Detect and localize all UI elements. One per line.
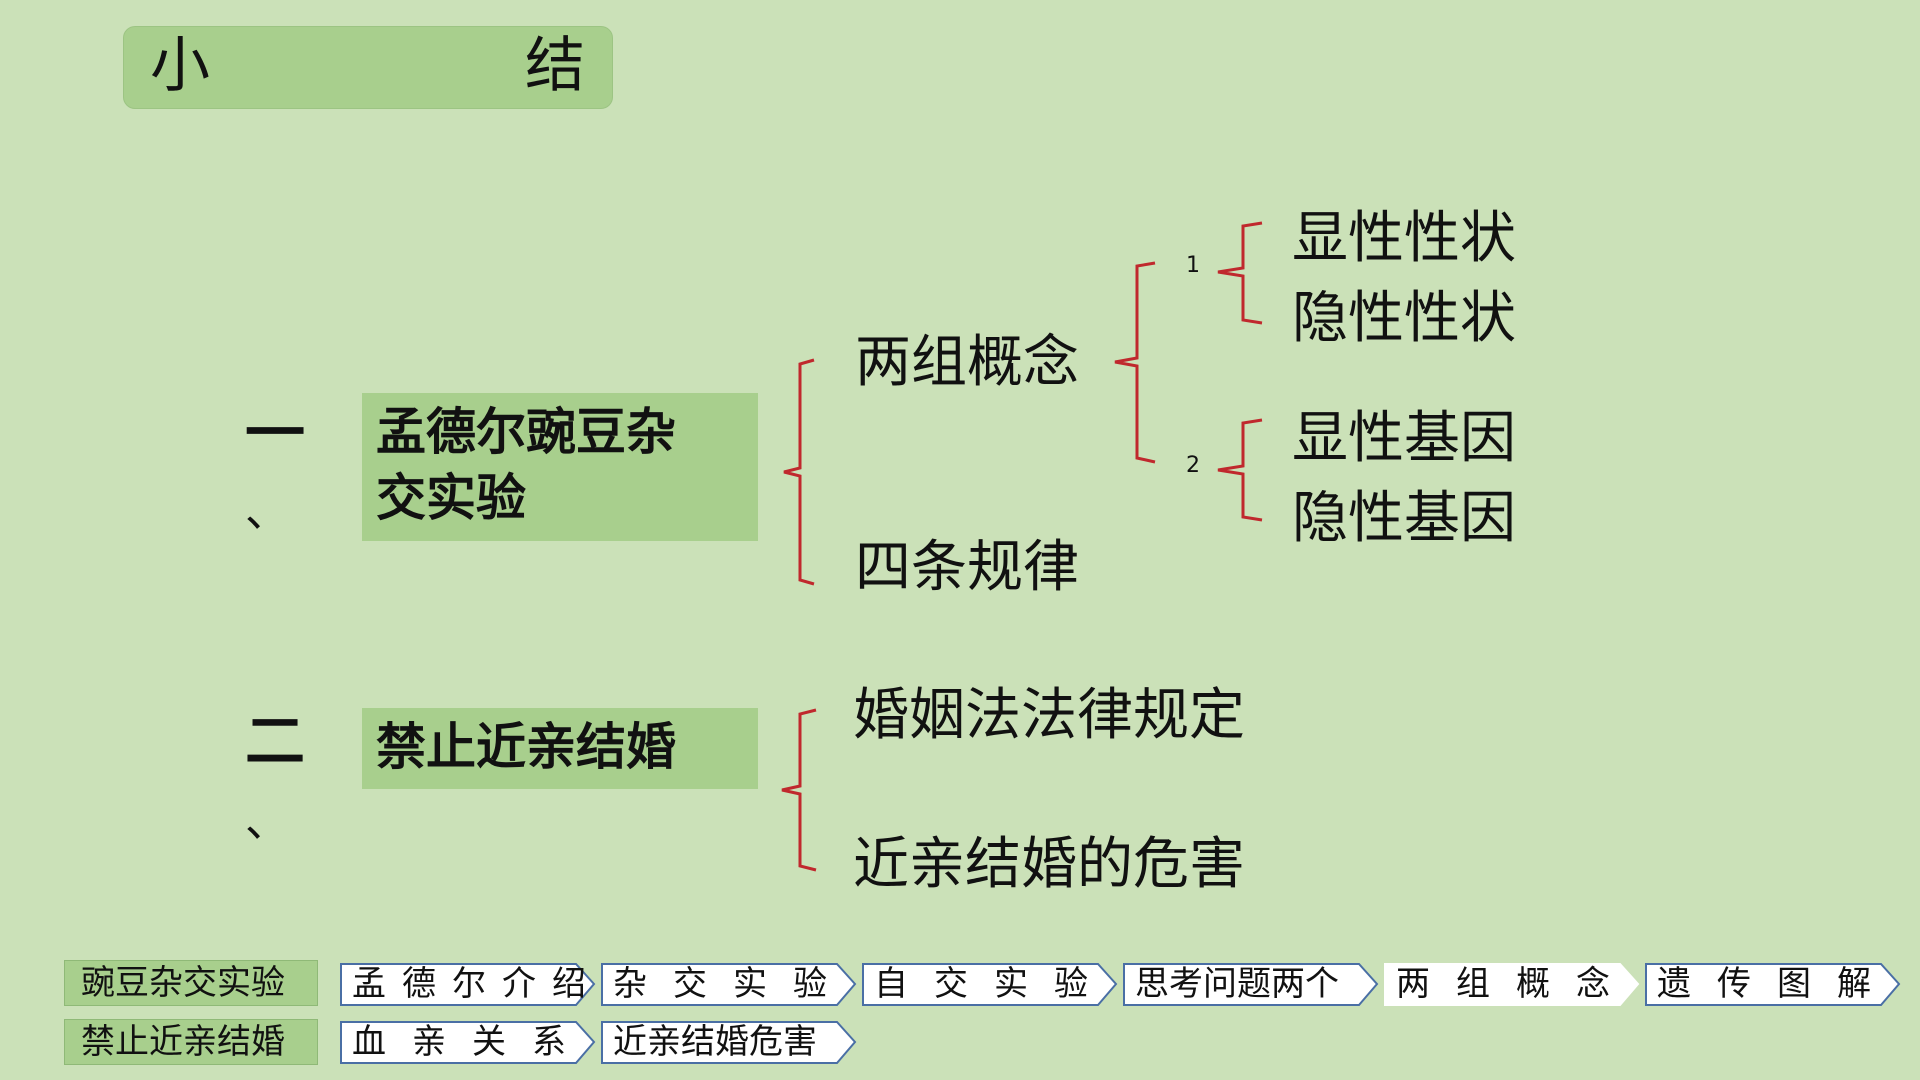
bracket-section1 — [783, 358, 815, 586]
nav-button-label: 遗传图解 — [1657, 964, 1897, 1004]
nav-arrow-shape — [601, 963, 857, 1006]
nav-pea-experiment[interactable]: 豌豆杂交实验 — [64, 960, 318, 1006]
nav-button-label: 孟德尔介绍 — [352, 964, 602, 1004]
section1-mark: 、 — [245, 486, 289, 537]
nav-arrow-shape — [1384, 963, 1640, 1006]
section2-label: 禁止近亲结婚 — [376, 718, 676, 776]
section2-label-box: 禁止近亲结婚 — [362, 708, 758, 789]
nav-button-label: 血亲关系 — [352, 1022, 592, 1062]
nav-button-label: 杂交实验 — [613, 964, 853, 1004]
nav-mendel-intro[interactable]: 孟德尔介绍 — [340, 963, 596, 1006]
group1-index: 1 — [1186, 253, 1200, 278]
nav-consanguinity-harm[interactable]: 近亲结婚危害 — [601, 1021, 857, 1064]
title-char-right: 结 — [525, 31, 585, 101]
nav-arrow-shape — [340, 963, 596, 1006]
branch-four-laws: 四条规律 — [855, 535, 1079, 600]
nav-blood-relations[interactable]: 血亲关系 — [340, 1021, 596, 1064]
leaf-dominant-gene: 显性基因 — [1292, 406, 1516, 471]
section2-numeral: 二 — [245, 707, 305, 777]
section1-label-box: 孟德尔豌豆杂 交实验 — [362, 393, 758, 541]
section1-numeral: 一 — [245, 399, 305, 469]
bracket-section2 — [781, 708, 817, 872]
nav-button-label: 两组概念 — [1396, 964, 1636, 1004]
nav-cross-experiment[interactable]: 杂交实验 — [601, 963, 857, 1006]
branch-marriage-law: 婚姻法法律规定 — [853, 683, 1245, 748]
nav-arrow-shape — [1645, 963, 1901, 1006]
bracket-group2 — [1217, 418, 1263, 522]
title-char-left: 小 — [150, 31, 210, 101]
nav-self-experiment[interactable]: 自交实验 — [862, 963, 1118, 1006]
section1-label-line2: 交实验 — [376, 469, 526, 527]
leaf-dominant-trait: 显性性状 — [1292, 206, 1516, 271]
branch-two-concepts: 两组概念 — [855, 330, 1079, 395]
nav-two-questions[interactable]: 思考问题两个 — [1123, 963, 1379, 1006]
nav-button-label: 思考问题两个 — [1135, 964, 1339, 1004]
nav-button-label: 近亲结婚危害 — [613, 1022, 817, 1062]
leaf-recessive-trait: 隐性性状 — [1292, 286, 1516, 351]
title-banner — [123, 26, 613, 109]
nav-genetic-diagram[interactable]: 遗传图解 — [1645, 963, 1901, 1006]
nav-button-label: 自交实验 — [874, 964, 1114, 1004]
bracket-group1 — [1217, 221, 1263, 325]
leaf-recessive-gene: 隐性基因 — [1292, 486, 1516, 551]
section2-mark: 、 — [245, 796, 289, 847]
section1-label-line1: 孟德尔豌豆杂 — [376, 403, 676, 461]
bracket-concepts — [1114, 261, 1156, 464]
nav-arrow-shape — [1123, 963, 1379, 1006]
group2-index: 2 — [1186, 453, 1200, 478]
nav-two-concepts[interactable]: 两组概念 — [1384, 963, 1640, 1006]
nav-arrow-shape — [601, 1021, 857, 1064]
branch-consanguinity-harm: 近亲结婚的危害 — [853, 832, 1245, 897]
nav-consanguineous-marriage[interactable]: 禁止近亲结婚 — [64, 1019, 318, 1065]
nav-arrow-shape — [862, 963, 1118, 1006]
nav-arrow-shape — [340, 1021, 596, 1064]
